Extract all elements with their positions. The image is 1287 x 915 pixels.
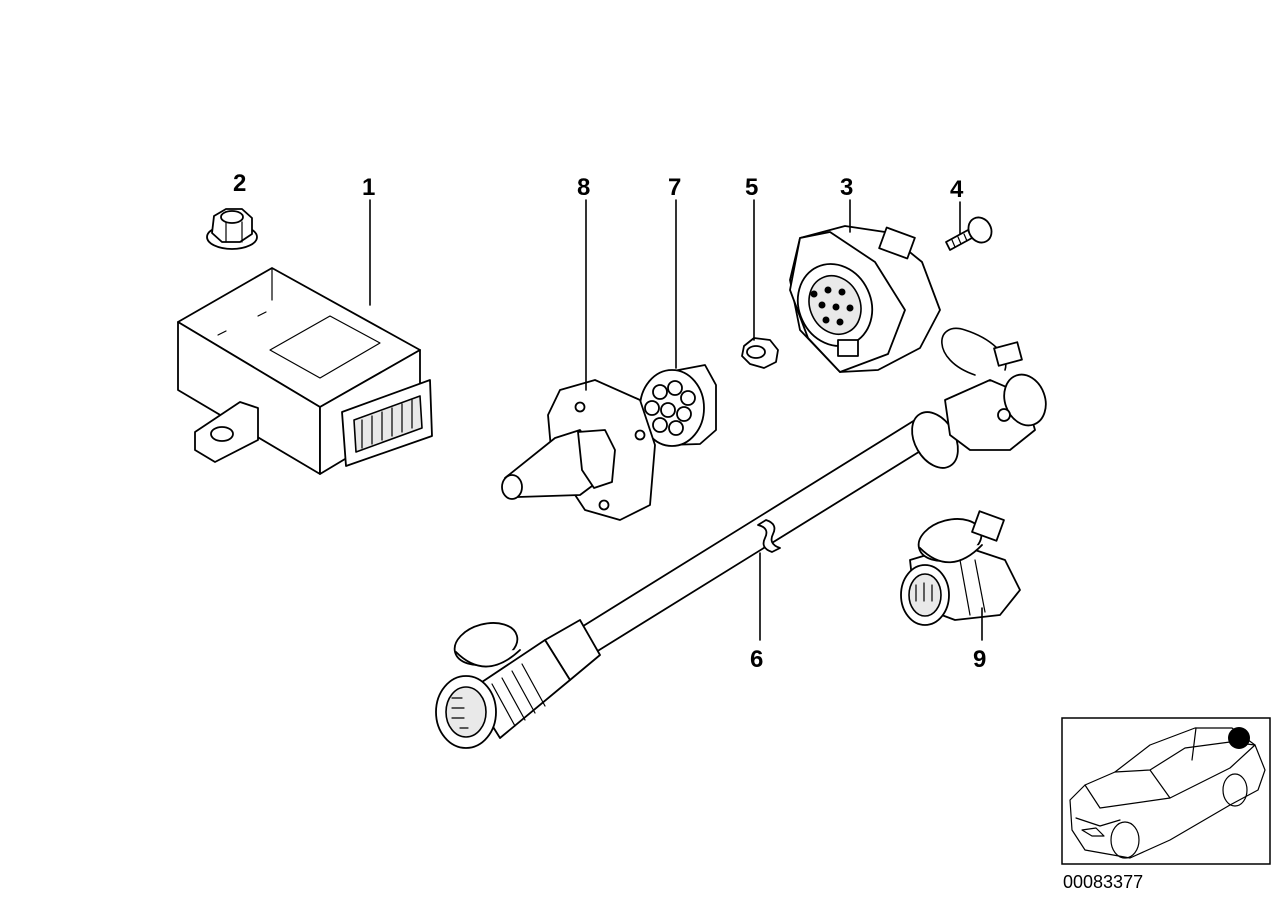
part-1-control-module[interactable] bbox=[177, 267, 433, 475]
vehicle-location-thumbnail[interactable] bbox=[1061, 717, 1271, 865]
drawing-reference-number: 00083377 bbox=[1063, 872, 1143, 892]
callout-9: 9 bbox=[973, 646, 986, 673]
location-marker-icon bbox=[1228, 727, 1250, 749]
callout-6: 6 bbox=[750, 646, 763, 673]
part-9-adapter[interactable] bbox=[900, 510, 1021, 626]
callout-1: 1 bbox=[362, 174, 375, 201]
callout-4: 4 bbox=[950, 176, 964, 203]
callout-7: 7 bbox=[668, 174, 681, 201]
part-8-grommet[interactable] bbox=[501, 379, 656, 521]
callout-5: 5 bbox=[745, 174, 758, 201]
part-3-socket-housing[interactable] bbox=[785, 225, 941, 373]
part-7-contact-insert[interactable] bbox=[639, 364, 717, 447]
callout-labels: 1 2 3 4 5 6 7 8 9 bbox=[233, 170, 986, 673]
leader-lines bbox=[369, 199, 983, 641]
part-2-hex-nut[interactable] bbox=[206, 208, 258, 250]
part-5-nut[interactable] bbox=[741, 337, 779, 369]
callout-8: 8 bbox=[577, 174, 590, 201]
part-4-bolt[interactable] bbox=[945, 213, 996, 251]
car-outline-icon bbox=[1069, 727, 1266, 859]
callout-3: 3 bbox=[840, 174, 853, 201]
part-6-cable-assembly[interactable] bbox=[435, 327, 1053, 749]
callout-2: 2 bbox=[233, 170, 246, 197]
